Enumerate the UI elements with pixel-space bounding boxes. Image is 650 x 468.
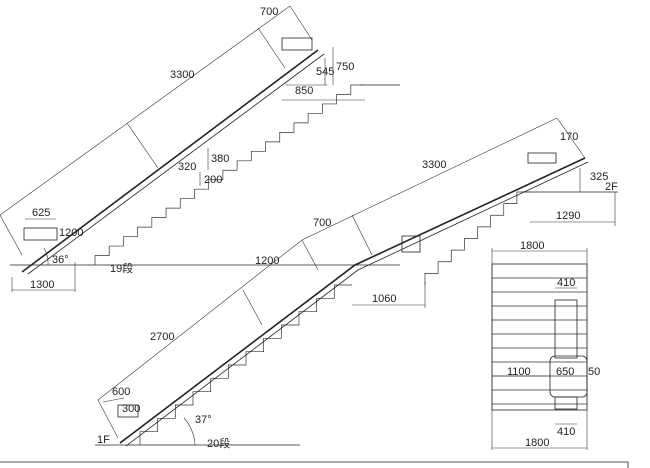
right-rail [119, 157, 586, 444]
dim-label: 600 [112, 386, 130, 398]
dim-ext [351, 214, 373, 256]
right-chair-landing [401, 235, 421, 253]
dim-label: 1100 [507, 366, 531, 378]
dim-label: 380 [211, 153, 229, 165]
dim-label: 1800 [520, 240, 544, 252]
right-chair-top [527, 152, 557, 164]
dim-label: 3300 [170, 69, 194, 81]
dim-label: 700 [260, 6, 278, 18]
dim-label: 410 [557, 277, 575, 289]
right-stair-elevation: 170 3300 325 2F 1290 700 1200 1060 2700 … [95, 117, 618, 450]
dim-ext [289, 5, 313, 41]
right-angle-arc [183, 417, 196, 446]
dim-label: 545 [316, 66, 334, 78]
dim-label: 625 [32, 207, 50, 219]
angle-label: 36° [52, 254, 69, 266]
angle-label: 37° [195, 414, 212, 426]
dim-label: 300 [122, 403, 140, 415]
dim-label: 1200 [255, 255, 279, 267]
plan-rail [554, 299, 578, 359]
dim-label: 50 [588, 366, 600, 378]
dim-label: 200 [204, 174, 222, 186]
right-rail-lower [125, 161, 589, 447]
dim [102, 397, 125, 403]
dim-label: 3300 [422, 159, 446, 171]
stair-step-profile [94, 84, 365, 265]
dim-label: 1060 [372, 293, 396, 305]
dim-ext [0, 214, 23, 256]
plan-footrest [554, 396, 578, 410]
dim-ext [97, 399, 119, 439]
right-chair-bottom [117, 404, 139, 418]
plan-treads [492, 277, 587, 405]
dim-label: 1800 [525, 437, 549, 449]
floor-label: 2F [605, 181, 618, 193]
dim-ext [126, 122, 159, 169]
stair-step-profile [424, 191, 530, 285]
left-angle-arc [43, 247, 49, 266]
frame-line [0, 461, 629, 468]
left-length-dim [0, 5, 291, 216]
dim-label: 320 [178, 161, 196, 173]
left-rail [21, 49, 319, 273]
dim-label: 700 [313, 217, 331, 229]
floor-label: 1F [97, 434, 110, 446]
dim-label: 325 [590, 171, 608, 183]
dim-ext [257, 27, 286, 69]
left-stair-elevation: 700 3300 750 545 850 380 320 200 625 120… [0, 5, 400, 292]
dim-label: 750 [336, 61, 354, 73]
left-rail-lower [27, 53, 325, 275]
dim-label: 410 [557, 426, 575, 438]
plan-view: 1800 410 1100 650 50 410 1800 [491, 240, 600, 450]
left-steps [94, 84, 365, 265]
dim-label: 1300 [30, 279, 54, 291]
stair-step-profile [139, 284, 352, 445]
left-chair-bottom [23, 227, 58, 241]
dim-label: 2700 [150, 331, 174, 343]
steps-label: 20段 [207, 436, 230, 450]
dim-ext [301, 239, 319, 271]
right-steps [139, 191, 530, 445]
dim-label: 850 [295, 85, 313, 97]
dim-ext [556, 117, 586, 159]
dim-label: 1200 [59, 227, 83, 239]
steps-label: 19段 [110, 261, 133, 275]
left-chair-top [281, 37, 313, 51]
dim-ext [242, 289, 263, 326]
dim-label: 650 [556, 366, 574, 378]
dim-label: 1290 [556, 210, 580, 222]
dim-label: 170 [560, 131, 578, 143]
right-length-dim [97, 117, 558, 401]
